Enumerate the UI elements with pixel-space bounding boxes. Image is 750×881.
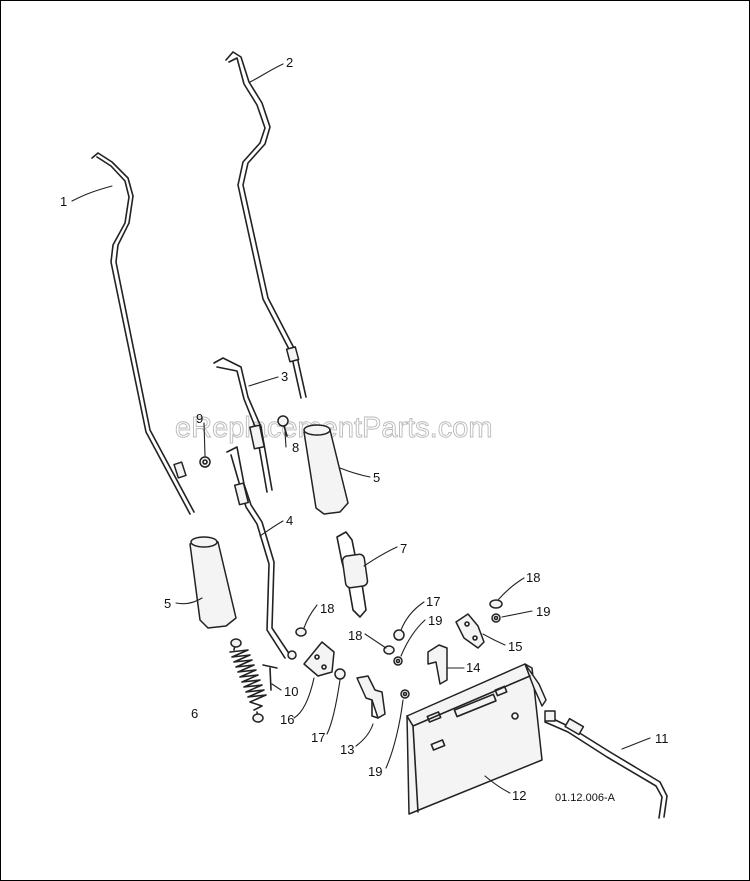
callout-5-upper: 5: [373, 470, 380, 485]
callout-14: 14: [466, 660, 480, 675]
callout-16: 16: [280, 712, 294, 727]
part-11-link-rod: [544, 710, 668, 819]
part-3-short-rod: [213, 357, 273, 493]
callout-11: 11: [655, 731, 669, 746]
callout-17-upper: 17: [426, 594, 440, 609]
part-18-washer-c: [489, 599, 503, 609]
callout-9: 9: [196, 411, 203, 426]
part-7-spring-handle: [336, 531, 369, 618]
part-1-lift-rod: [91, 152, 195, 515]
part-10-pin: [262, 664, 278, 691]
callout-19-lower: 19: [368, 764, 382, 779]
callout-19-upper: 19: [428, 613, 442, 628]
callout-5-lower: 5: [164, 596, 171, 611]
callout-17-lower: 17: [311, 730, 325, 745]
callout-7: 7: [400, 541, 407, 556]
part-14-bracket: [427, 644, 448, 685]
callout-3: 3: [281, 369, 288, 384]
part-17-bolt-a: [334, 668, 346, 680]
part-16-pivot-plate: [303, 641, 335, 677]
part-19-nut-b: [491, 613, 501, 623]
leader-lines: [71, 63, 651, 794]
diagram-reference-code: 01.12.006-A: [555, 792, 616, 804]
callout-18-left: 18: [320, 601, 334, 616]
callout-8: 8: [292, 440, 299, 455]
watermark-text: eReplacementParts.com: [175, 412, 493, 444]
part-19-nut-a: [393, 656, 403, 666]
part-2-lift-rod: [225, 51, 307, 399]
part-17-bolt-b: [393, 629, 405, 641]
part-18-washer-a: [295, 627, 307, 637]
callout-6: 6: [191, 706, 198, 721]
part-4-adjustment-rod: [226, 446, 297, 660]
callout-10: 10: [284, 684, 298, 699]
part-19-nut-c: [400, 689, 410, 699]
part-5-grip-lower: [189, 536, 237, 629]
callout-12: 12: [512, 788, 526, 803]
callout-2: 2: [286, 55, 293, 70]
callout-18-middle: 18: [348, 628, 362, 643]
callout-18-right: 18: [526, 570, 540, 585]
callout-15: 15: [508, 639, 522, 654]
callout-1: 1: [60, 194, 67, 209]
part-15-pivot-plate: [455, 613, 485, 649]
part-13-bracket: [356, 675, 386, 719]
part-6-spring: [229, 638, 267, 723]
callout-4: 4: [286, 513, 293, 528]
part-5-grip-upper: [303, 424, 349, 515]
callout-19-right: 19: [536, 604, 550, 619]
part-8-bolt: [277, 415, 289, 437]
callout-13: 13: [340, 742, 354, 757]
part-9-nut: [199, 456, 211, 468]
part-12-mounting-plate: [406, 663, 547, 815]
